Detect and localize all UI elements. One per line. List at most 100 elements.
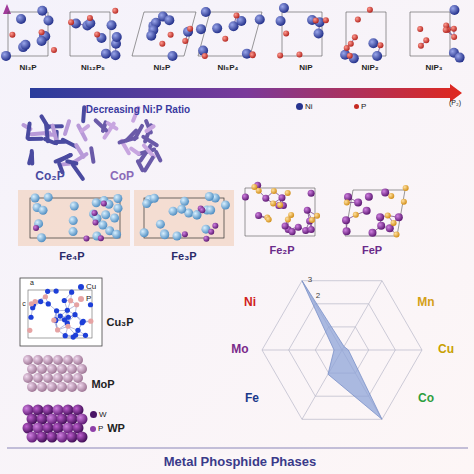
atom	[57, 382, 67, 392]
atom	[451, 26, 457, 32]
atom	[27, 328, 32, 333]
atom	[343, 227, 351, 235]
atom	[33, 355, 43, 365]
atom	[47, 382, 57, 392]
atom	[381, 189, 389, 197]
bond-stick	[56, 155, 71, 161]
label: Co	[418, 392, 434, 405]
label: Ni₅P₄	[218, 64, 239, 73]
atom	[72, 312, 77, 317]
atom	[201, 7, 211, 17]
legend-item: P	[78, 294, 91, 303]
atom	[63, 355, 73, 365]
atom	[377, 42, 383, 48]
atom	[73, 355, 83, 365]
atom	[73, 332, 78, 337]
atom	[271, 188, 277, 194]
atom	[88, 319, 93, 324]
legend-text: P	[98, 424, 103, 433]
legend-item: W	[90, 410, 107, 419]
atom	[37, 6, 47, 16]
label: a	[30, 279, 34, 287]
bond-stick	[144, 145, 154, 156]
atom	[403, 185, 409, 191]
atom	[221, 201, 230, 210]
legend-swatch	[90, 411, 97, 418]
unit-cell	[345, 190, 405, 236]
atom	[33, 373, 43, 383]
atom	[365, 193, 373, 201]
atom	[308, 226, 315, 233]
atom	[196, 24, 206, 34]
radar-area	[302, 281, 382, 420]
atom	[168, 32, 174, 38]
atom	[33, 299, 38, 304]
atom	[266, 217, 272, 223]
atom	[212, 223, 218, 229]
atom	[53, 373, 63, 383]
atom	[54, 288, 59, 293]
atom	[182, 38, 188, 44]
atom	[81, 319, 86, 324]
label: Fe₄P	[59, 250, 84, 262]
atom	[47, 364, 57, 374]
label: (P₂)	[449, 99, 461, 107]
atom	[206, 205, 215, 214]
atom	[20, 40, 30, 50]
atom	[47, 432, 58, 443]
label: NiP₃	[425, 64, 442, 73]
atom	[395, 213, 403, 221]
atom	[53, 355, 63, 365]
atom	[208, 229, 214, 235]
atom	[342, 216, 350, 224]
atom	[169, 207, 178, 216]
label: WP	[107, 422, 125, 434]
atom	[98, 235, 104, 241]
atom	[94, 31, 100, 37]
atom	[352, 34, 358, 40]
bond-stick	[83, 107, 84, 121]
legend-item: Ni	[296, 102, 313, 111]
radar-grid	[262, 281, 422, 420]
bond-stick	[138, 161, 143, 170]
legend-text: W	[99, 410, 107, 419]
atom	[285, 217, 291, 223]
legend-text: Cu	[86, 282, 96, 291]
bond-stick	[91, 148, 93, 162]
caption: Metal Phosphide Phases	[161, 455, 319, 469]
atom	[304, 207, 311, 214]
atom	[27, 382, 37, 392]
atom	[67, 432, 78, 443]
atom	[62, 317, 67, 322]
label: Cu₃P	[106, 316, 133, 328]
bond-stick	[53, 126, 56, 140]
atom	[44, 193, 53, 202]
label: CoP	[110, 170, 134, 183]
atom	[83, 333, 88, 338]
atom	[69, 227, 78, 236]
bond-stick	[65, 121, 69, 134]
atom	[73, 373, 83, 383]
atom	[43, 355, 53, 365]
atom	[418, 43, 424, 49]
label: Mo	[231, 343, 248, 356]
atom	[16, 14, 26, 24]
bond-stick	[56, 140, 65, 144]
atom	[289, 228, 296, 235]
atom	[43, 294, 48, 299]
atom	[388, 193, 394, 199]
atom	[187, 26, 193, 32]
atom	[276, 16, 286, 26]
atom	[451, 34, 457, 40]
atom	[203, 236, 209, 242]
atom	[63, 373, 73, 383]
bond-stick	[30, 151, 35, 164]
unit-cell	[198, 12, 262, 56]
unit-cell	[245, 188, 315, 236]
atom	[9, 32, 15, 38]
atom	[455, 53, 465, 63]
atom	[156, 220, 165, 229]
label: 2	[316, 292, 320, 301]
atom	[314, 28, 324, 38]
atom	[39, 29, 45, 35]
